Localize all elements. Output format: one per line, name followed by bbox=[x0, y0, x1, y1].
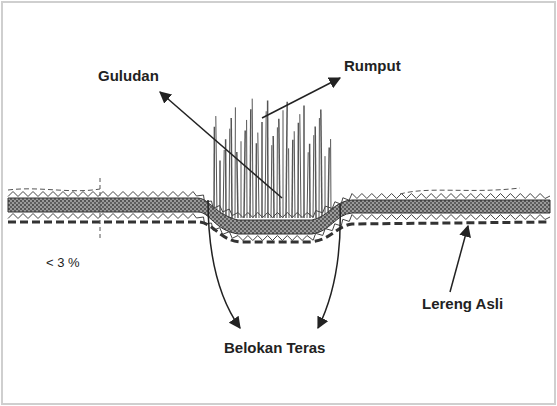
grass-blade bbox=[303, 106, 305, 218]
grass-blade bbox=[272, 136, 274, 218]
part-label: Belokan Teras bbox=[222, 340, 327, 357]
soil-zigzag bbox=[8, 192, 550, 241]
grass-blade bbox=[291, 140, 293, 218]
grass-blade bbox=[277, 127, 278, 218]
soil-zigzag-line bbox=[8, 214, 550, 241]
slope-value: < 3 % bbox=[44, 256, 82, 270]
grass-blade bbox=[216, 116, 217, 218]
grass-blade bbox=[297, 123, 299, 218]
grass-blade bbox=[249, 109, 251, 218]
grass-blade bbox=[279, 119, 280, 218]
grass-blade bbox=[223, 150, 224, 218]
leader-arrow bbox=[318, 204, 340, 328]
original-slope-line bbox=[8, 222, 550, 242]
grass-blade bbox=[235, 107, 236, 218]
grass-blade bbox=[313, 135, 315, 218]
grass-blade bbox=[319, 118, 320, 218]
grass-blade bbox=[265, 111, 266, 218]
leader-arrow bbox=[450, 226, 468, 292]
grass-blade bbox=[229, 129, 231, 218]
grass-blade bbox=[321, 110, 322, 219]
grass-blade bbox=[244, 131, 245, 218]
grass-blade bbox=[271, 145, 273, 218]
grass-blade bbox=[241, 141, 242, 218]
leader-arrow bbox=[262, 78, 340, 118]
grass-blade bbox=[314, 127, 316, 218]
slope-marker bbox=[100, 178, 101, 240]
grass-blade bbox=[288, 148, 289, 218]
grass-blade bbox=[283, 110, 284, 218]
grass-blade bbox=[237, 152, 238, 218]
grass-strip bbox=[214, 99, 331, 218]
grass-blade bbox=[246, 120, 247, 218]
part-label: Lereng Asli bbox=[420, 296, 505, 313]
grass-blade bbox=[294, 131, 296, 218]
leader-arrow bbox=[208, 200, 240, 328]
dashed-outline bbox=[8, 189, 100, 191]
grass-blade bbox=[300, 114, 301, 218]
grass-blade bbox=[307, 152, 308, 218]
leader-arrow bbox=[160, 92, 282, 198]
grass-blade bbox=[255, 143, 257, 218]
grass-blade bbox=[309, 144, 311, 218]
grass-blade bbox=[286, 102, 287, 218]
grass-blade bbox=[258, 133, 259, 218]
grass-blade bbox=[330, 139, 331, 218]
grass-blade bbox=[219, 161, 221, 218]
part-label: Guludan bbox=[96, 68, 161, 85]
grass-blade bbox=[267, 101, 269, 218]
part-label: Rumput bbox=[342, 58, 403, 75]
grass-blade bbox=[261, 122, 263, 218]
grass-blade bbox=[230, 118, 232, 218]
dashed-outline bbox=[400, 188, 520, 194]
grass-blade bbox=[225, 139, 227, 218]
grass-blade bbox=[252, 99, 254, 218]
